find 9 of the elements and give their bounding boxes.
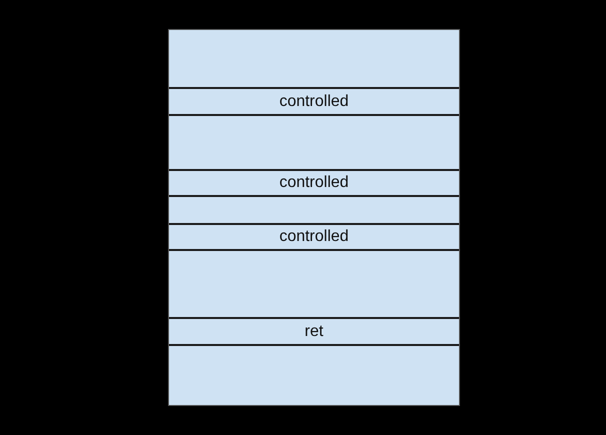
band-label: ret (304, 322, 324, 340)
band-label: controlled (279, 174, 349, 192)
labeled-band (169, 169, 459, 197)
band-label: controlled (279, 228, 349, 246)
labeled-band (169, 223, 459, 251)
labeled-band (169, 87, 459, 116)
band-label: controlled (279, 92, 349, 110)
stack-column (168, 29, 460, 406)
labeled-band (169, 317, 459, 346)
